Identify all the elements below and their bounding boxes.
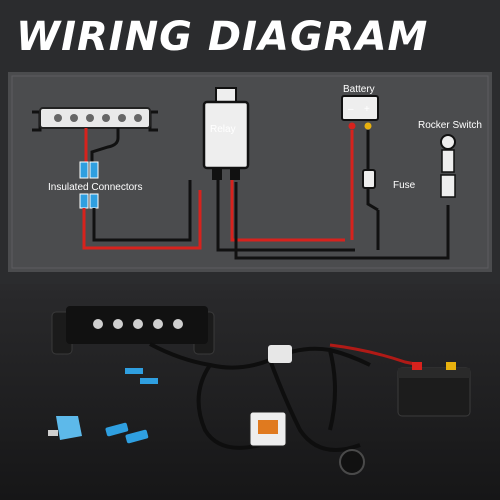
- relay-label: Relay: [210, 124, 236, 135]
- relay-black-wire: [216, 180, 355, 252]
- page-title: WIRING DIAGRAM: [16, 14, 429, 60]
- battery-product: [397, 362, 471, 417]
- relay-icon: [202, 87, 250, 180]
- harness-red-wire: [329, 343, 421, 367]
- red-wire-to-relay: [82, 190, 202, 250]
- blade-fuse-product: [56, 416, 82, 440]
- black-wire-to-ground: [92, 180, 192, 242]
- insulated-connectors-icon: [79, 161, 99, 209]
- rocker-switch-product: [339, 449, 365, 475]
- fuse-label: Fuse: [393, 180, 416, 191]
- harness-plug: [268, 345, 292, 363]
- battery-plus-label: +: [364, 104, 370, 115]
- fuse-icon: [362, 169, 380, 250]
- lightbar-black-wire: [90, 128, 120, 168]
- battery-icon: [341, 95, 379, 130]
- relay-red-wire: [230, 180, 345, 242]
- relay-product-label: [258, 420, 278, 434]
- rocker-switch-label: Rocker Switch: [418, 120, 482, 131]
- battery-minus-label: –: [348, 104, 354, 115]
- loose-connectors-product: [105, 422, 149, 444]
- blade-fuse-terminal: [48, 430, 58, 436]
- light-bar-product: [51, 306, 215, 355]
- harness-connector-b: [140, 378, 158, 384]
- diagram-panel-border: [11, 75, 489, 269]
- battery-label: Battery: [343, 84, 375, 95]
- insulated-connectors-label: Insulated Connectors: [48, 182, 143, 193]
- harness-connector-a: [125, 368, 143, 374]
- rocker-switch-icon: [440, 134, 456, 198]
- relay-switch-wire: [234, 182, 450, 260]
- light-bar-icon: [32, 107, 158, 132]
